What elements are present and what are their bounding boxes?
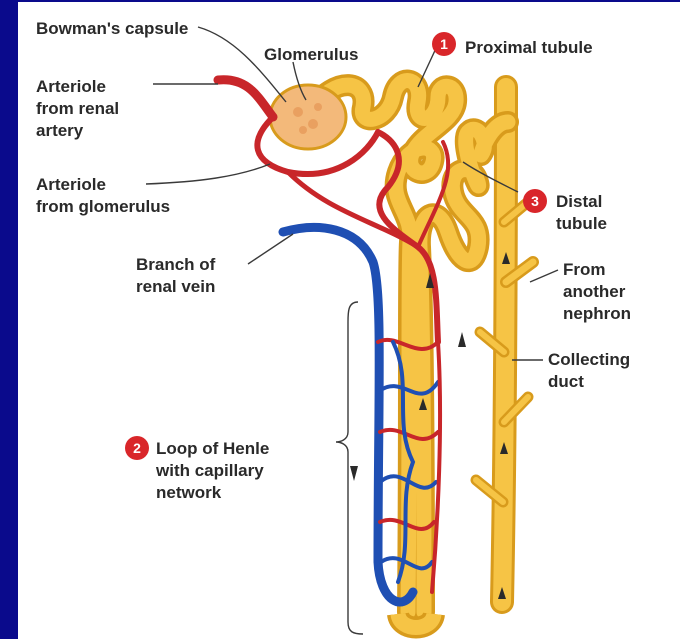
arrow-up-icon xyxy=(350,466,358,481)
proximal-tubule-label: Proximal tubule xyxy=(465,38,593,57)
nephron-diagram: 1 3 2 Bowman's capsule Glomerulus Proxim… xyxy=(18,2,680,639)
badge-proximal: 1 xyxy=(432,32,456,56)
arteriole-glomerulus-label-1: Arteriole xyxy=(36,175,106,194)
another-nephron-label-1: From xyxy=(563,260,606,279)
arteriole-renal-label-1: Arteriole xyxy=(36,77,106,96)
renal-vein-label-1: Branch of xyxy=(136,255,216,274)
badge-distal: 3 xyxy=(523,189,547,213)
another-nephron-label-3: nephron xyxy=(563,304,631,323)
loop-label-2: with capillary xyxy=(155,461,264,480)
distal-tubule-label-1: Distal xyxy=(556,192,602,211)
nephron-tubule xyxy=(308,81,508,628)
bowmans-capsule xyxy=(270,85,346,149)
arteriole-renal-label-3: artery xyxy=(36,121,84,140)
arrow-down-icon xyxy=(458,332,466,347)
arteriole-glomerulus-label-2: from glomerulus xyxy=(36,197,170,216)
loop-label-3: network xyxy=(156,483,222,502)
collecting-duct-label-2: duct xyxy=(548,372,584,391)
renal-vein-label-2: renal vein xyxy=(136,277,215,296)
svg-text:2: 2 xyxy=(133,440,141,456)
arteriole-renal-label-2: from renal xyxy=(36,99,119,118)
badge-loop: 2 xyxy=(125,436,149,460)
svg-text:3: 3 xyxy=(531,193,539,209)
distal-tubule-label-2: tubule xyxy=(556,214,607,233)
another-nephron-label-2: another xyxy=(563,282,626,301)
bowmans-capsule-label: Bowman's capsule xyxy=(36,19,188,38)
glomerulus-label: Glomerulus xyxy=(264,45,358,64)
collecting-duct-label-1: Collecting xyxy=(548,350,630,369)
loop-label-1: Loop of Henle xyxy=(156,439,269,458)
loop-bracket xyxy=(336,302,363,634)
diagram-panel: 1 3 2 Bowman's capsule Glomerulus Proxim… xyxy=(18,2,680,639)
svg-text:1: 1 xyxy=(440,36,448,52)
